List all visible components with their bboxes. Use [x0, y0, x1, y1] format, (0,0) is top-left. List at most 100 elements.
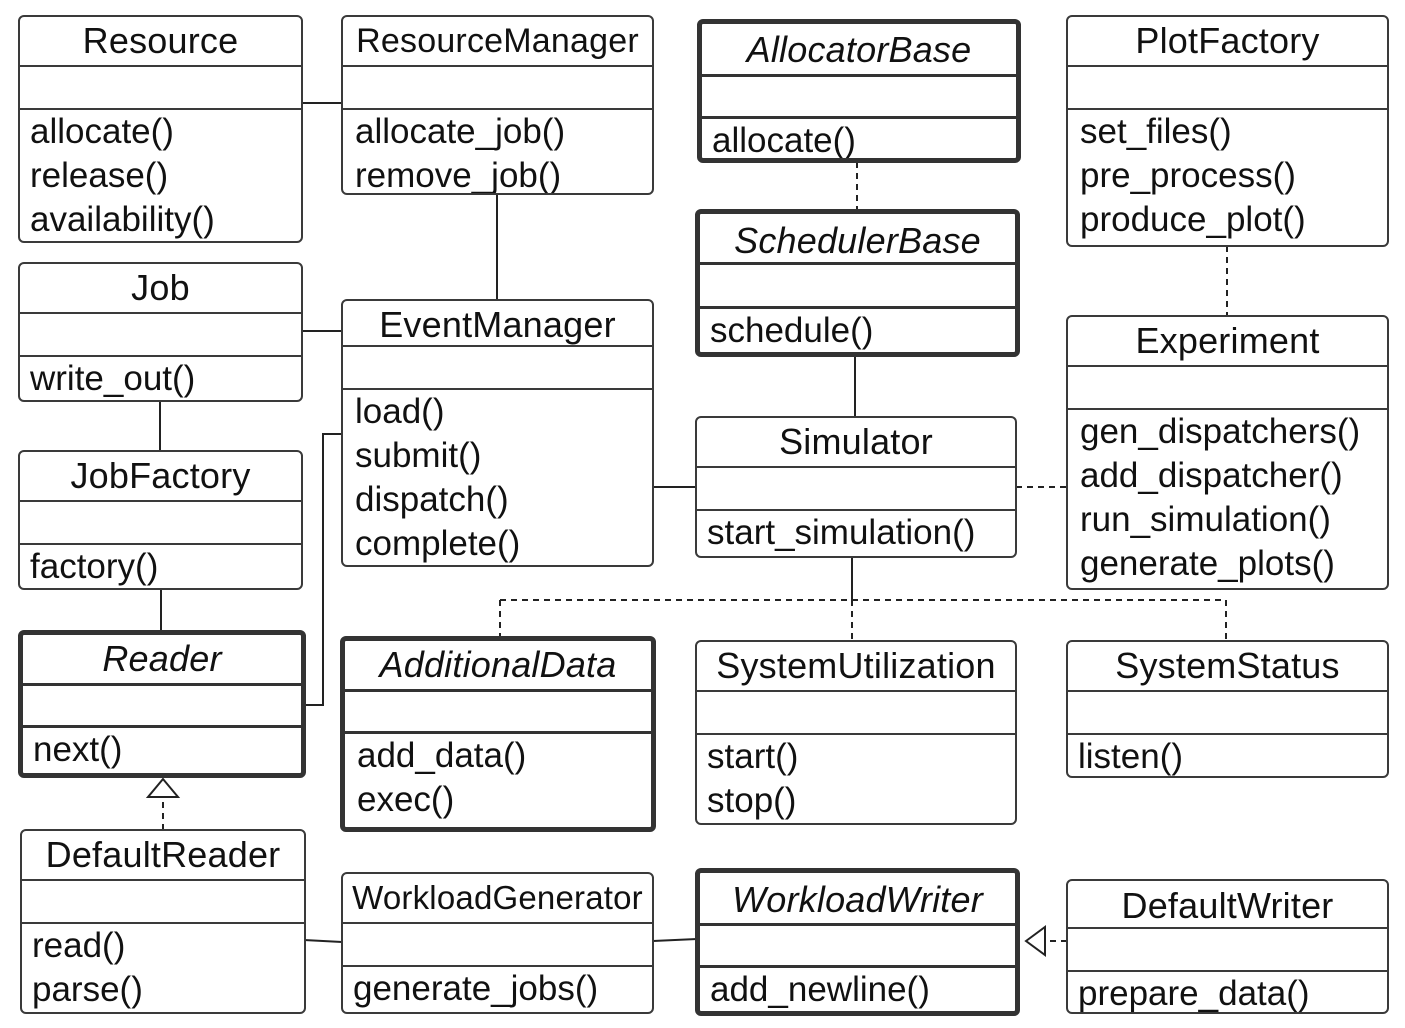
operation: generate_plots()	[1080, 544, 1335, 583]
operation: next()	[33, 730, 123, 769]
attributes-compartment	[697, 690, 1015, 735]
operation: start_simulation()	[707, 513, 976, 552]
operations-compartment: read() parse()	[22, 924, 304, 1012]
class-name: WorkloadGenerator	[352, 879, 643, 916]
operations-compartment: generate_jobs()	[343, 967, 652, 1011]
operation: availability()	[30, 200, 215, 239]
attributes-compartment	[22, 879, 304, 924]
association-workloadgenerator-workloadwriter	[652, 938, 698, 942]
class-name: JobFactory	[70, 455, 251, 496]
attributes-compartment	[700, 923, 1015, 968]
realization-arrowhead-reader	[145, 777, 181, 798]
class-event-manager[interactable]: EventManager load() submit() dispatch() …	[341, 299, 654, 567]
operation: allocate()	[712, 121, 856, 160]
class-simulator[interactable]: Simulator start_simulation()	[695, 416, 1017, 558]
class-default-writer[interactable]: DefaultWriter prepare_data()	[1066, 879, 1389, 1014]
operation: set_files()	[1080, 112, 1232, 151]
operations-compartment: start_simulation()	[697, 511, 1015, 555]
operations-compartment: prepare_data()	[1068, 972, 1387, 1013]
class-reader[interactable]: Reader next()	[18, 630, 306, 778]
class-name: Job	[131, 267, 190, 308]
operation: read()	[32, 926, 126, 965]
operations-compartment: write_out()	[20, 357, 301, 400]
class-name: WorkloadWriter	[732, 879, 983, 920]
class-system-status[interactable]: SystemStatus listen()	[1066, 640, 1389, 778]
attributes-compartment	[1068, 365, 1387, 410]
class-additional-data[interactable]: AdditionalData add_data() exec()	[340, 636, 656, 832]
operations-compartment: load() submit() dispatch() complete()	[343, 390, 652, 565]
class-name: Simulator	[779, 421, 933, 462]
operations-compartment: gen_dispatchers() add_dispatcher() run_s…	[1068, 410, 1387, 586]
class-experiment[interactable]: Experiment gen_dispatchers() add_dispatc…	[1066, 315, 1389, 590]
operation: prepare_data()	[1078, 974, 1310, 1013]
operation: stop()	[707, 781, 797, 820]
class-name: DefaultReader	[45, 834, 281, 875]
attributes-compartment	[20, 500, 301, 545]
class-default-reader[interactable]: DefaultReader read() parse()	[20, 829, 306, 1014]
class-resource[interactable]: Resource allocate() release() availabili…	[18, 15, 303, 243]
attributes-compartment	[702, 74, 1016, 119]
attributes-compartment	[345, 689, 651, 734]
class-scheduler-base[interactable]: SchedulerBase schedule()	[695, 209, 1020, 357]
operation: allocate_job()	[355, 112, 566, 151]
realization-arrowhead-workloadwriter	[1024, 925, 1046, 957]
operation: start()	[707, 737, 799, 776]
attributes-compartment	[343, 65, 652, 110]
operation: exec()	[357, 780, 455, 819]
operation: run_simulation()	[1080, 500, 1331, 539]
operation: remove_job()	[355, 156, 562, 195]
class-name: Experiment	[1135, 320, 1320, 361]
operation: generate_jobs()	[353, 969, 599, 1008]
operation: pre_process()	[1080, 156, 1296, 195]
operation: write_out()	[30, 359, 196, 398]
class-name: SchedulerBase	[734, 220, 981, 261]
operations-compartment: next()	[23, 728, 301, 772]
operation: complete()	[355, 524, 521, 563]
operation: produce_plot()	[1080, 200, 1306, 239]
operation: parse()	[32, 970, 143, 1009]
class-workload-generator[interactable]: WorkloadGenerator generate_jobs()	[341, 872, 654, 1014]
attributes-compartment	[1068, 927, 1387, 972]
operations-compartment: allocate() release() availability()	[20, 110, 301, 241]
operations-compartment: listen()	[1068, 735, 1387, 776]
class-name: AdditionalData	[379, 644, 617, 685]
operation: add_data()	[357, 736, 527, 775]
operations-compartment: schedule()	[700, 309, 1015, 352]
class-name: Resource	[82, 20, 239, 61]
attributes-compartment	[1068, 690, 1387, 735]
operation: schedule()	[710, 311, 874, 350]
attributes-compartment	[343, 345, 652, 390]
operation: allocate()	[30, 112, 174, 151]
operations-compartment: start() stop()	[697, 735, 1015, 823]
operation: dispatch()	[355, 480, 509, 519]
operation: gen_dispatchers()	[1080, 412, 1361, 451]
operation: factory()	[30, 547, 159, 586]
attributes-compartment	[23, 683, 301, 728]
class-name: AllocatorBase	[746, 29, 972, 70]
class-system-utilization[interactable]: SystemUtilization start() stop()	[695, 640, 1017, 825]
class-job[interactable]: Job write_out()	[18, 262, 303, 402]
class-plot-factory[interactable]: PlotFactory set_files() pre_process() pr…	[1066, 15, 1389, 247]
operations-compartment: allocate()	[702, 119, 1016, 160]
class-name: Reader	[102, 638, 222, 679]
attributes-compartment	[700, 262, 1015, 309]
class-job-factory[interactable]: JobFactory factory()	[18, 450, 303, 590]
operations-compartment: allocate_job() remove_job()	[343, 110, 652, 195]
class-name: ResourceManager	[356, 22, 639, 60]
class-allocator-base[interactable]: AllocatorBase allocate()	[697, 19, 1021, 163]
association-defaultreader-workloadgenerator	[303, 939, 343, 943]
operation: submit()	[355, 436, 482, 475]
class-name: PlotFactory	[1135, 20, 1320, 61]
class-resource-manager[interactable]: ResourceManager allocate_job() remove_jo…	[341, 15, 654, 195]
attributes-compartment	[1068, 65, 1387, 110]
class-name: SystemStatus	[1115, 645, 1340, 686]
class-name: SystemUtilization	[716, 645, 996, 686]
operations-compartment: factory()	[20, 545, 301, 588]
attributes-compartment	[343, 922, 652, 967]
class-workload-writer[interactable]: WorkloadWriter add_newline()	[695, 868, 1020, 1016]
association-reader-eventmanager	[303, 433, 342, 706]
class-name: DefaultWriter	[1121, 885, 1334, 926]
operation: release()	[30, 156, 169, 195]
operation: add_dispatcher()	[1080, 456, 1343, 495]
